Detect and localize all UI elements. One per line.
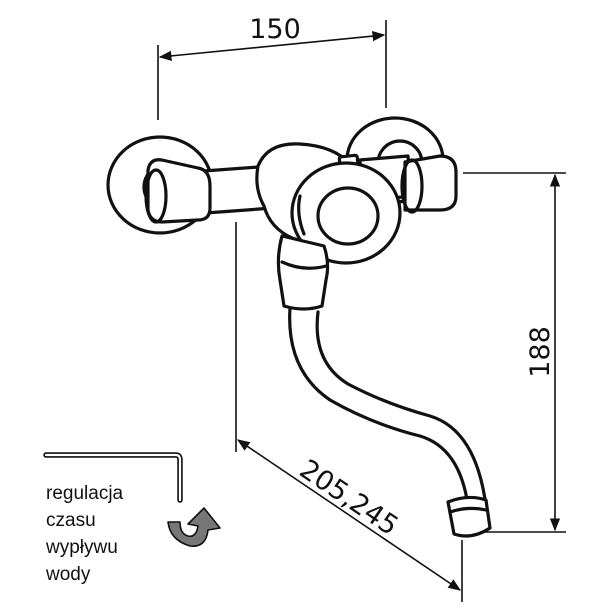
faucet-body xyxy=(106,116,492,538)
allen-key-icon xyxy=(43,452,183,503)
dimension-width: 150 xyxy=(157,14,387,120)
dimension-height: 188 xyxy=(463,172,566,533)
note-line-2: czasu xyxy=(46,510,96,531)
note-line-4: wody xyxy=(45,564,91,585)
dimension-reach: 205,245 xyxy=(235,222,463,602)
dimension-width-label: 150 xyxy=(249,14,301,45)
dimension-reach-label: 205,245 xyxy=(294,454,404,542)
adjustment-note: regulacja czasu wypływu wody xyxy=(45,483,124,585)
dimension-height-label: 188 xyxy=(525,326,556,378)
note-line-1: regulacja xyxy=(46,483,124,504)
note-line-3: wypływu xyxy=(45,537,118,558)
rotate-arrow-icon xyxy=(167,507,221,547)
